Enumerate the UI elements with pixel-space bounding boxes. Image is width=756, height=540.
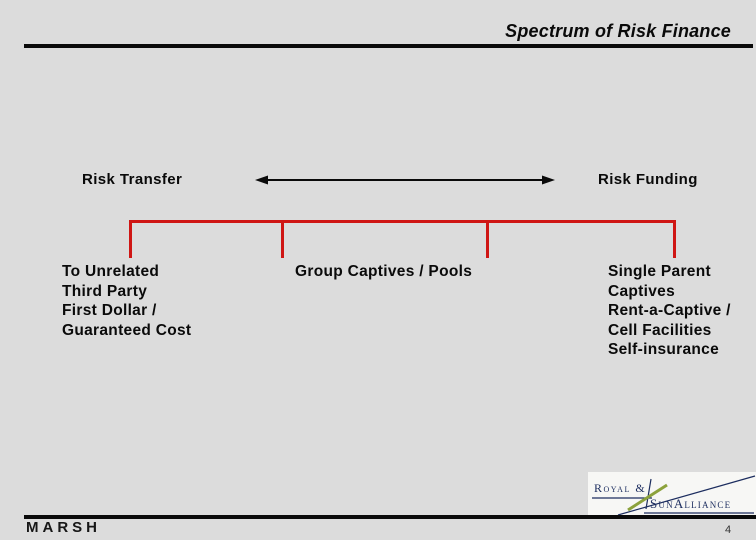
rsa-compass-icon <box>592 475 756 515</box>
bracket-tick <box>673 220 676 258</box>
rsa-logo-text-sunalliance: SunAlliance <box>650 496 732 511</box>
column-line: Cell Facilities <box>608 321 712 339</box>
bracket-line <box>129 220 676 223</box>
marsh-logo: MARSH <box>26 519 101 536</box>
column-line: To Unrelated <box>62 263 160 280</box>
rsa-logo-text-royal: Royal & <box>594 481 647 495</box>
column-risk-funding: Single Parent Captives Rent-a-Captive / … <box>608 262 731 360</box>
bracket-tick <box>129 220 132 258</box>
column-line: Third Party <box>62 282 148 300</box>
risk-funding-label: Risk Funding <box>598 171 698 188</box>
column-risk-transfer: To Unrelated Third Party First Dollar / … <box>62 262 191 340</box>
column-line: Captives <box>608 282 676 300</box>
bracket-tick <box>486 220 489 258</box>
column-line: Group Captives / Pools <box>295 263 473 280</box>
rsa-logo: Royal & SunAlliance <box>588 472 756 515</box>
page-title: Spectrum of Risk Finance <box>505 21 731 41</box>
column-line: First Dollar / <box>62 302 157 320</box>
column-line: Self-insurance <box>608 341 720 359</box>
column-line: Rent-a-Captive / <box>608 302 731 320</box>
risk-transfer-label: Risk Transfer <box>82 171 183 188</box>
column-group-captives: Group Captives / Pools <box>295 262 472 282</box>
title-underline <box>24 44 753 48</box>
bracket-tick <box>281 220 284 258</box>
column-line: Guaranteed Cost <box>62 321 192 339</box>
double-arrow-icon <box>255 175 555 185</box>
footer-divider <box>24 515 756 519</box>
page-number: 4 <box>725 524 732 536</box>
column-line: Single Parent <box>608 263 711 280</box>
